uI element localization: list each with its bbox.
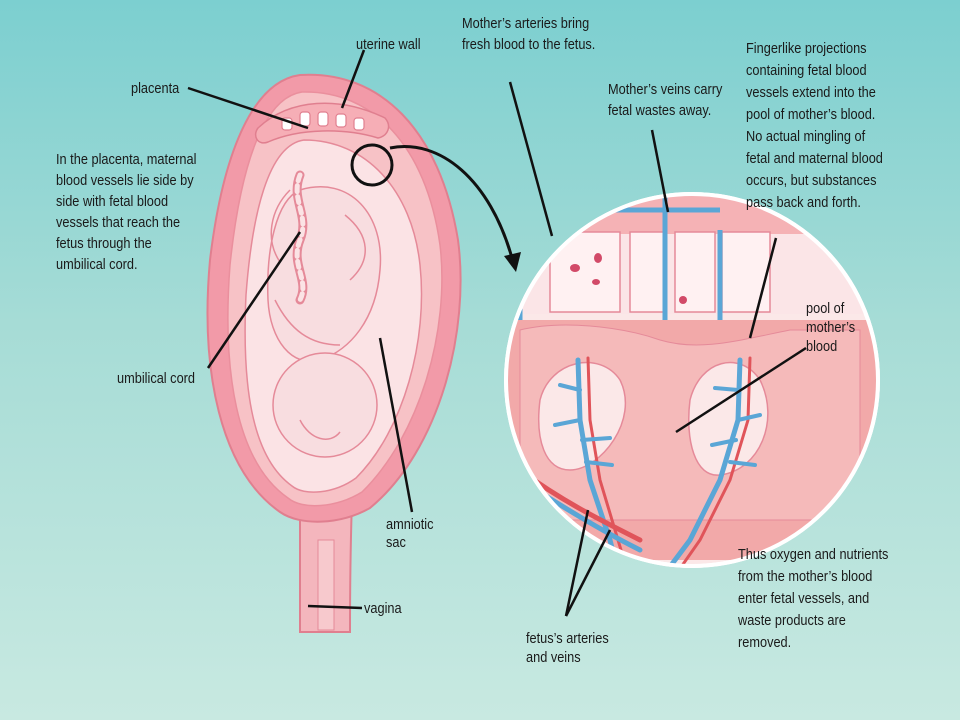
magnified-view [504, 192, 880, 568]
callout-circle [350, 143, 394, 187]
vaginal-canal [317, 539, 335, 631]
zoom-arrow [389, 145, 521, 272]
fetus [267, 186, 382, 458]
mothers-veins-label: Mother’s veins carry fetal wastes away. [608, 82, 723, 119]
uterus [206, 73, 462, 633]
oxygen-nutrients-label: Thus oxygen and nutrients from the mothe… [738, 547, 889, 651]
umbilical-cord-label: umbilical cord [117, 371, 196, 387]
leader-lines [187, 49, 807, 617]
vagina-label: vagina [364, 601, 402, 617]
placenta-description: In the placenta, maternal blood vessels … [56, 152, 197, 273]
mothers-arteries-label: Mother’s arteries bring fresh blood to t… [462, 16, 596, 53]
umbilical-cord-illustration [292, 170, 308, 305]
amniotic-sac-label: amniotic sac [386, 517, 434, 551]
fingerlike-projections-label: Fingerlike projections containing fetal … [746, 41, 883, 211]
uterine-wall-label: uterine wall [356, 37, 421, 53]
pool-of-blood-label: pool of mother’s blood [806, 301, 856, 355]
fetus-arteries-veins-label: fetus’s arteries and veins [526, 631, 609, 666]
placenta-label: placenta [131, 81, 180, 97]
